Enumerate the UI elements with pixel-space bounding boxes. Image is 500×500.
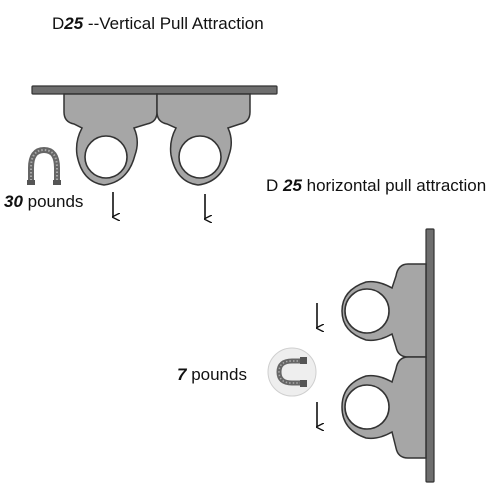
horseshoe-magnet-icon (27, 146, 61, 185)
vertical-mount-plate (31, 85, 278, 95)
horseshoe-magnet-icon (267, 347, 317, 397)
horizontal-mount-assembly (341, 228, 435, 483)
horizontal-pull-title: D 25 horizontal pull attraction (266, 176, 487, 195)
horizontal-ring-upper (344, 288, 390, 334)
vertical-pull-weight: 30 pounds (4, 192, 84, 211)
horizontal-pull-weight: 7 pounds (177, 365, 247, 384)
vertical-pull-title: D25 --Vertical Pull Attraction (52, 14, 264, 33)
vertical-ring-right (178, 135, 222, 179)
vertical-ring-left (84, 135, 128, 179)
horizontal-mount-plate (425, 228, 435, 483)
vertical-mount-assembly (31, 85, 278, 186)
horizontal-ring-lower (344, 384, 390, 430)
